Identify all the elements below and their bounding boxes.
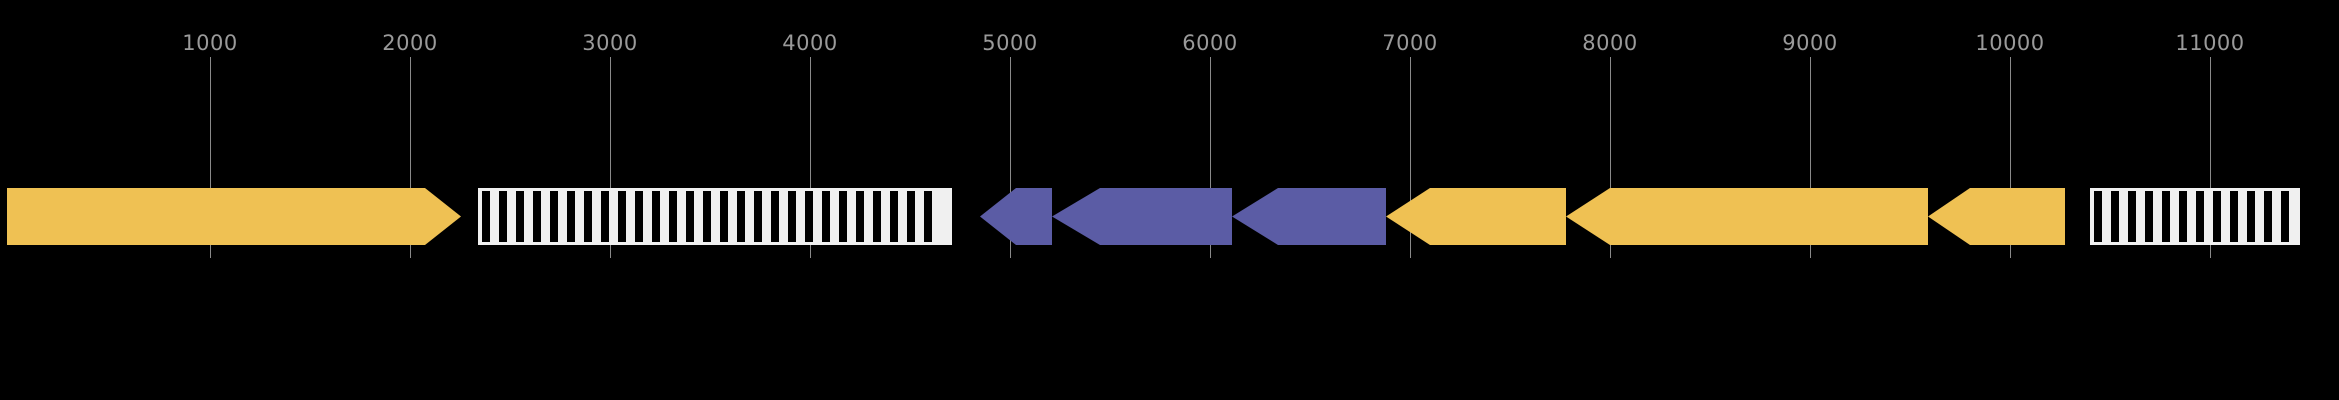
hatch-stripe (533, 191, 541, 242)
axis-gridline-4000 (810, 57, 811, 258)
hatch-stripe (890, 191, 898, 242)
feature-1[interactable] (7, 188, 461, 245)
hatch-stripe (635, 191, 643, 242)
feature-arrow-reverse (1232, 188, 1386, 245)
hatch-stripe (2264, 191, 2272, 242)
hatch-stripe (618, 191, 626, 242)
hatch-stripe (2162, 191, 2170, 242)
feature-6[interactable] (1386, 188, 1566, 245)
hatch-stripe (873, 191, 881, 242)
hatch-stripe (2111, 191, 2119, 242)
hatch-stripe (2213, 191, 2221, 242)
axis-gridline-3000 (610, 57, 611, 258)
axis-gridline-8000 (1610, 57, 1611, 258)
hatch-stripe (652, 191, 660, 242)
feature-9[interactable] (2090, 188, 2300, 245)
hatch-stripe (822, 191, 830, 242)
hatch-stripe (601, 191, 609, 242)
hatch-stripe (771, 191, 779, 242)
axis-tick-label-9000: 9000 (1782, 31, 1838, 55)
feature-arrow-reverse (980, 188, 1052, 245)
feature-5[interactable] (1232, 188, 1386, 245)
hatch-stripe (737, 191, 745, 242)
hatch-stripe (2247, 191, 2255, 242)
hatch-stripe (2094, 191, 2102, 242)
hatch-stripe (2196, 191, 2204, 242)
axis-gridline-10000 (2010, 57, 2011, 258)
hatch-stripe (584, 191, 592, 242)
axis-gridline-6000 (1210, 57, 1211, 258)
axis-tick-label-3000: 3000 (582, 31, 638, 55)
axis-tick-label-2000: 2000 (382, 31, 438, 55)
hatch-stripe (567, 191, 575, 242)
hatch-stripe (788, 191, 796, 242)
axis-tick-label-5000: 5000 (982, 31, 1038, 55)
hatch-stripe (720, 191, 728, 242)
axis-gridline-5000 (1010, 57, 1011, 258)
axis-gridline-1000 (210, 57, 211, 258)
hatch-stripe (2128, 191, 2136, 242)
hatch-stripe (924, 191, 932, 242)
hatch-stripe (686, 191, 694, 242)
hatch-stripe (550, 191, 558, 242)
hatch-stripe (669, 191, 677, 242)
hatch-stripe (2281, 191, 2289, 242)
hatch-stripe (499, 191, 507, 242)
axis-tick-label-4000: 4000 (782, 31, 838, 55)
hatch-stripe (516, 191, 524, 242)
axis-gridline-9000 (1810, 57, 1811, 258)
axis-gridline-11000 (2210, 57, 2211, 258)
hatch-stripe (907, 191, 915, 242)
feature-2[interactable] (478, 188, 952, 245)
hatch-stripe (805, 191, 813, 242)
hatch-stripe (703, 191, 711, 242)
axis-tick-label-11000: 11000 (2175, 31, 2245, 55)
feature-arrow-reverse (1386, 188, 1566, 245)
feature-8[interactable] (1928, 188, 2065, 245)
hatch-stripe (754, 191, 762, 242)
axis-tick-label-7000: 7000 (1382, 31, 1438, 55)
hatch-stripe (2179, 191, 2187, 242)
axis-tick-label-10000: 10000 (1975, 31, 2045, 55)
feature-7[interactable] (1566, 188, 1928, 245)
feature-arrow-reverse (1566, 188, 1928, 245)
axis-tick-label-1000: 1000 (182, 31, 238, 55)
axis-gridline-7000 (1410, 57, 1411, 258)
axis-tick-label-8000: 8000 (1582, 31, 1638, 55)
hatch-stripe (2145, 191, 2153, 242)
feature-arrow-reverse (1052, 188, 1232, 245)
feature-arrow-reverse (1928, 188, 2065, 245)
feature-4[interactable] (1052, 188, 1232, 245)
hatch-stripe (482, 191, 490, 242)
feature-3[interactable] (980, 188, 1052, 245)
hatch-stripe (2230, 191, 2238, 242)
axis-tick-label-6000: 6000 (1182, 31, 1238, 55)
axis-gridline-2000 (410, 57, 411, 258)
feature-arrow-forward (7, 188, 461, 245)
hatch-stripe (839, 191, 847, 242)
hatch-stripe (856, 191, 864, 242)
